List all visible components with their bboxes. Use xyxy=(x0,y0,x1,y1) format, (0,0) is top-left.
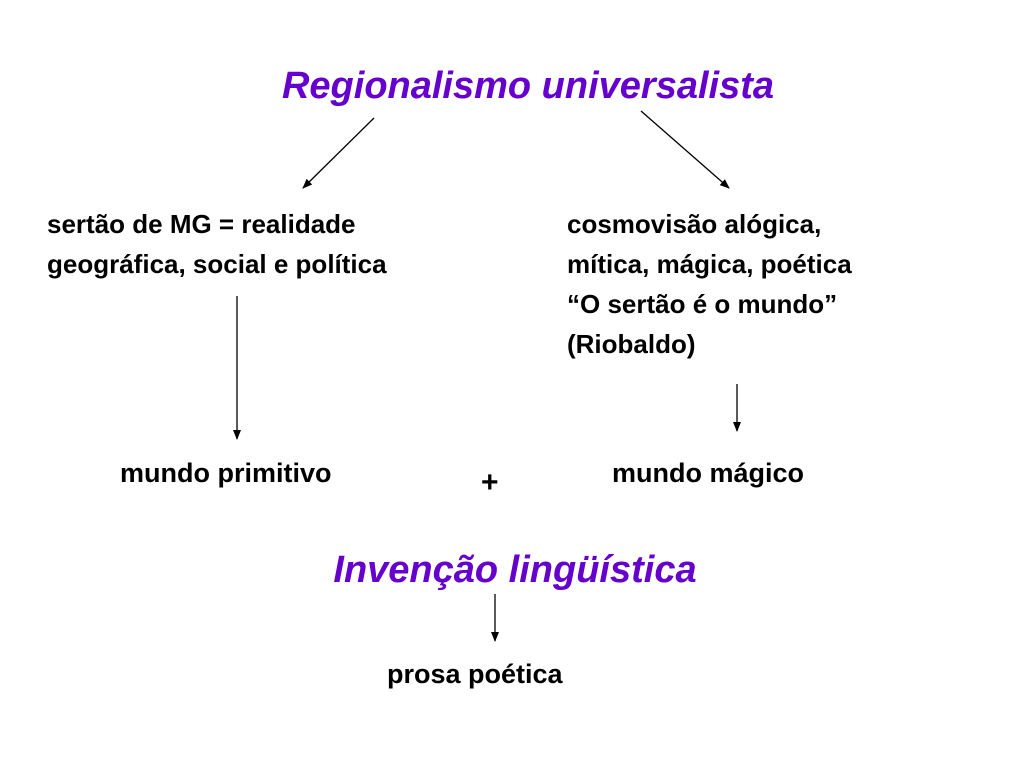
right-concept-box: cosmovisão alógica, mítica, mágica, poét… xyxy=(567,204,852,364)
arrow-title-to-right xyxy=(640,110,730,189)
title-invencao-linguistica: Invenção lingüística xyxy=(333,549,697,591)
right-box-line: (Riobaldo) xyxy=(567,329,696,359)
arrow-title-to-left xyxy=(302,117,375,189)
right-box-line: cosmovisão alógica, xyxy=(567,209,822,239)
title-regionalismo: Regionalismo universalista xyxy=(281,65,775,107)
prosa-poetica-label: prosa poética xyxy=(387,659,563,689)
left-box-line: sertão de MG = realidade xyxy=(47,209,356,239)
left-box-line: geográfica, social e política xyxy=(47,249,387,279)
right-box-line: “O sertão é o mundo” xyxy=(567,289,838,319)
plus-sign: + xyxy=(481,466,499,499)
right-box-line: mítica, mágica, poética xyxy=(567,249,852,279)
mundo-primitivo-label: mundo primitivo xyxy=(120,458,332,488)
left-concept-box: sertão de MG = realidade geográfica, soc… xyxy=(47,204,387,284)
mundo-magico-label: mundo mágico xyxy=(612,458,805,488)
